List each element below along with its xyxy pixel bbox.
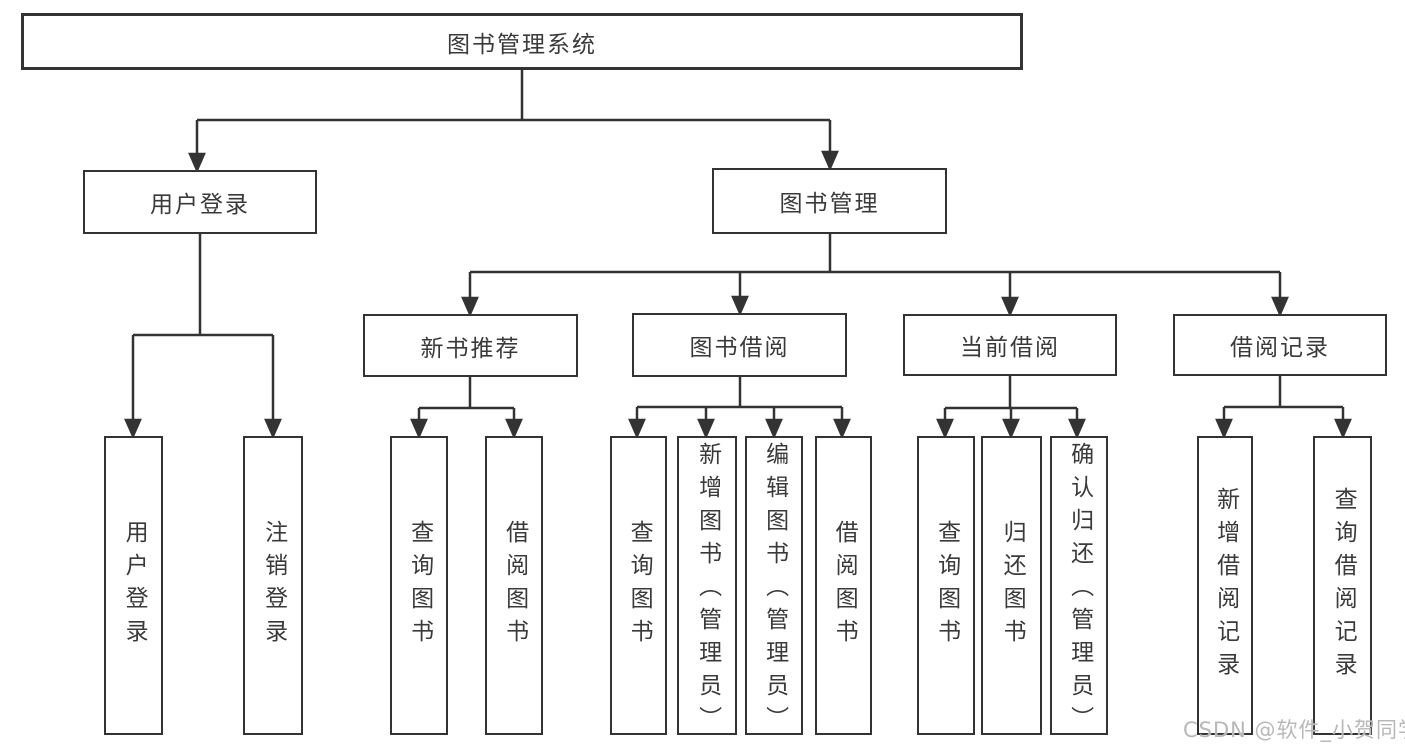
leaf-add-books-admin: 新增图书（管理员） <box>677 436 737 739</box>
node-current-borrow: 当前借阅 <box>903 314 1117 376</box>
node-library-system: 图书管理系统 <box>21 13 1023 70</box>
node-new-book-recommend: 新书推荐 <box>363 314 578 377</box>
leaf-confirm-return-admin: 确认归还（管理员） <box>1050 436 1108 739</box>
node-book-borrow: 图书借阅 <box>632 313 847 377</box>
leaf-current-query-books: 查询图书 <box>917 436 975 735</box>
leaf-logout: 注销登录 <box>243 436 303 735</box>
leaf-query-borrow-record: 查询借阅记录 <box>1313 436 1372 735</box>
node-user-login: 用户登录 <box>83 170 317 234</box>
leaf-borrow-query-books: 查询图书 <box>610 436 667 735</box>
leaf-recommend-borrow-books: 借阅图书 <box>485 436 543 735</box>
leaf-borrow-books: 借阅图书 <box>815 436 872 735</box>
node-borrow-records: 借阅记录 <box>1173 314 1387 376</box>
node-book-management: 图书管理 <box>712 168 947 234</box>
leaf-recommend-query-books: 查询图书 <box>390 436 448 735</box>
leaf-add-borrow-record: 新增借阅记录 <box>1197 436 1253 735</box>
leaf-user-login: 用户登录 <box>104 436 163 735</box>
leaf-edit-books-admin: 编辑图书（管理员） <box>745 436 803 739</box>
leaf-return-books: 归还图书 <box>981 436 1042 735</box>
csdn-watermark: CSDN @软件_小贺同学 <box>1183 718 1405 742</box>
